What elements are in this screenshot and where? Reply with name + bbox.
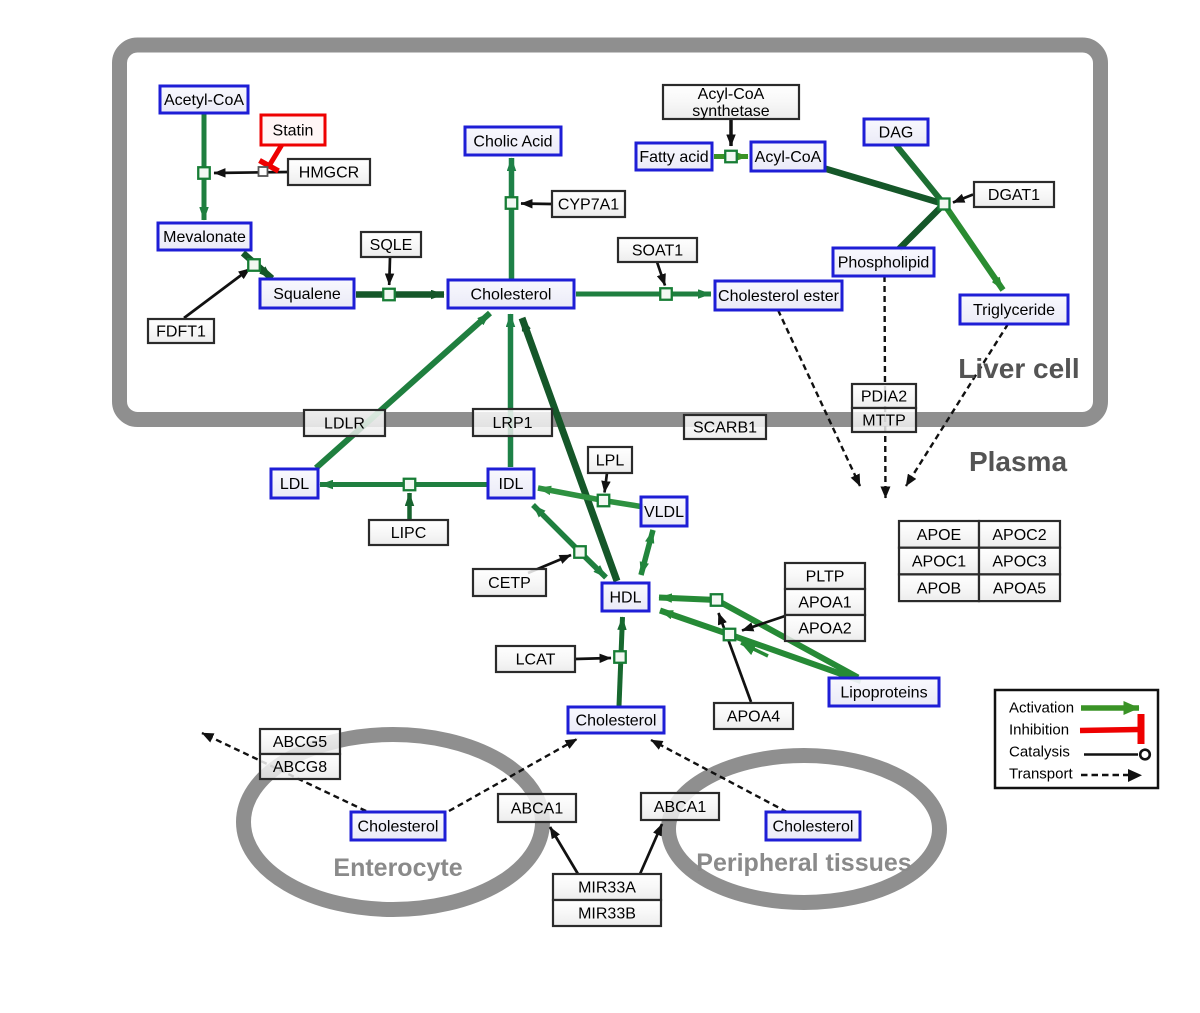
svg-text:APOE: APOE [917,527,961,544]
svg-text:DAG: DAG [879,125,914,142]
svg-text:SOAT1: SOAT1 [632,243,683,260]
svg-text:HDL: HDL [609,590,641,607]
svg-text:APOC2: APOC2 [992,527,1046,544]
svg-text:Activation: Activation [1009,700,1074,717]
svg-text:APOA2: APOA2 [798,621,851,638]
svg-text:synthetase: synthetase [692,103,769,120]
svg-text:LPL: LPL [596,453,625,470]
svg-text:VLDL: VLDL [644,504,684,521]
svg-text:Cholesterol: Cholesterol [358,819,439,836]
svg-text:Cholesterol: Cholesterol [576,713,657,730]
svg-text:Acyl-CoA: Acyl-CoA [755,149,822,166]
svg-text:Inhibition: Inhibition [1009,722,1069,739]
svg-text:Lipoproteins: Lipoproteins [840,685,927,702]
svg-text:Plasma: Plasma [969,446,1067,477]
svg-text:Transport: Transport [1009,766,1073,783]
svg-text:Liver cell: Liver cell [958,353,1079,384]
svg-text:Cholic Acid: Cholic Acid [473,134,552,151]
svg-text:Phospholipid: Phospholipid [838,255,930,272]
svg-text:Acyl-CoA: Acyl-CoA [698,86,765,103]
svg-text:SQLE: SQLE [370,237,413,254]
svg-text:APOA5: APOA5 [993,580,1046,597]
svg-text:CYP7A1: CYP7A1 [558,197,619,214]
svg-text:ABCG8: ABCG8 [273,759,327,776]
svg-text:LIPC: LIPC [391,525,427,542]
svg-text:ABCG5: ABCG5 [273,734,327,751]
svg-text:PLTP: PLTP [806,569,845,586]
svg-text:APOA1: APOA1 [798,595,851,612]
svg-text:Cholesterol ester: Cholesterol ester [718,288,840,305]
svg-text:Enterocyte: Enterocyte [333,854,462,882]
svg-text:HMGCR: HMGCR [299,165,359,182]
svg-text:DGAT1: DGAT1 [988,187,1040,204]
svg-text:APOC1: APOC1 [912,554,966,571]
svg-text:PDIA2: PDIA2 [861,389,907,406]
svg-text:Peripheral tissues: Peripheral tissues [696,849,911,877]
svg-text:LDLR: LDLR [324,416,365,433]
svg-text:LDL: LDL [280,476,309,493]
svg-text:Statin: Statin [273,123,314,140]
svg-text:APOA4: APOA4 [727,709,780,726]
svg-text:APOC3: APOC3 [992,554,1046,571]
svg-text:MIR33B: MIR33B [578,906,636,923]
svg-text:APOB: APOB [917,580,961,597]
svg-text:Catalysis: Catalysis [1009,744,1070,761]
svg-text:ABCA1: ABCA1 [654,799,707,816]
svg-text:Mevalonate: Mevalonate [163,229,246,246]
svg-text:MTTP: MTTP [862,413,906,430]
svg-text:Cholesterol: Cholesterol [471,287,552,304]
svg-text:Cholesterol: Cholesterol [773,819,854,836]
svg-text:MIR33A: MIR33A [578,880,636,897]
svg-text:Triglyceride: Triglyceride [973,302,1055,319]
svg-text:CETP: CETP [488,575,531,592]
svg-text:FDFT1: FDFT1 [156,324,206,341]
svg-text:LRP1: LRP1 [492,415,532,432]
svg-text:SCARB1: SCARB1 [693,420,757,437]
svg-text:LCAT: LCAT [516,652,556,669]
svg-text:Squalene: Squalene [273,286,341,303]
svg-text:IDL: IDL [499,476,524,493]
svg-text:Acetyl-CoA: Acetyl-CoA [164,92,244,109]
svg-text:Fatty acid: Fatty acid [639,149,708,166]
svg-text:ABCA1: ABCA1 [511,801,564,818]
